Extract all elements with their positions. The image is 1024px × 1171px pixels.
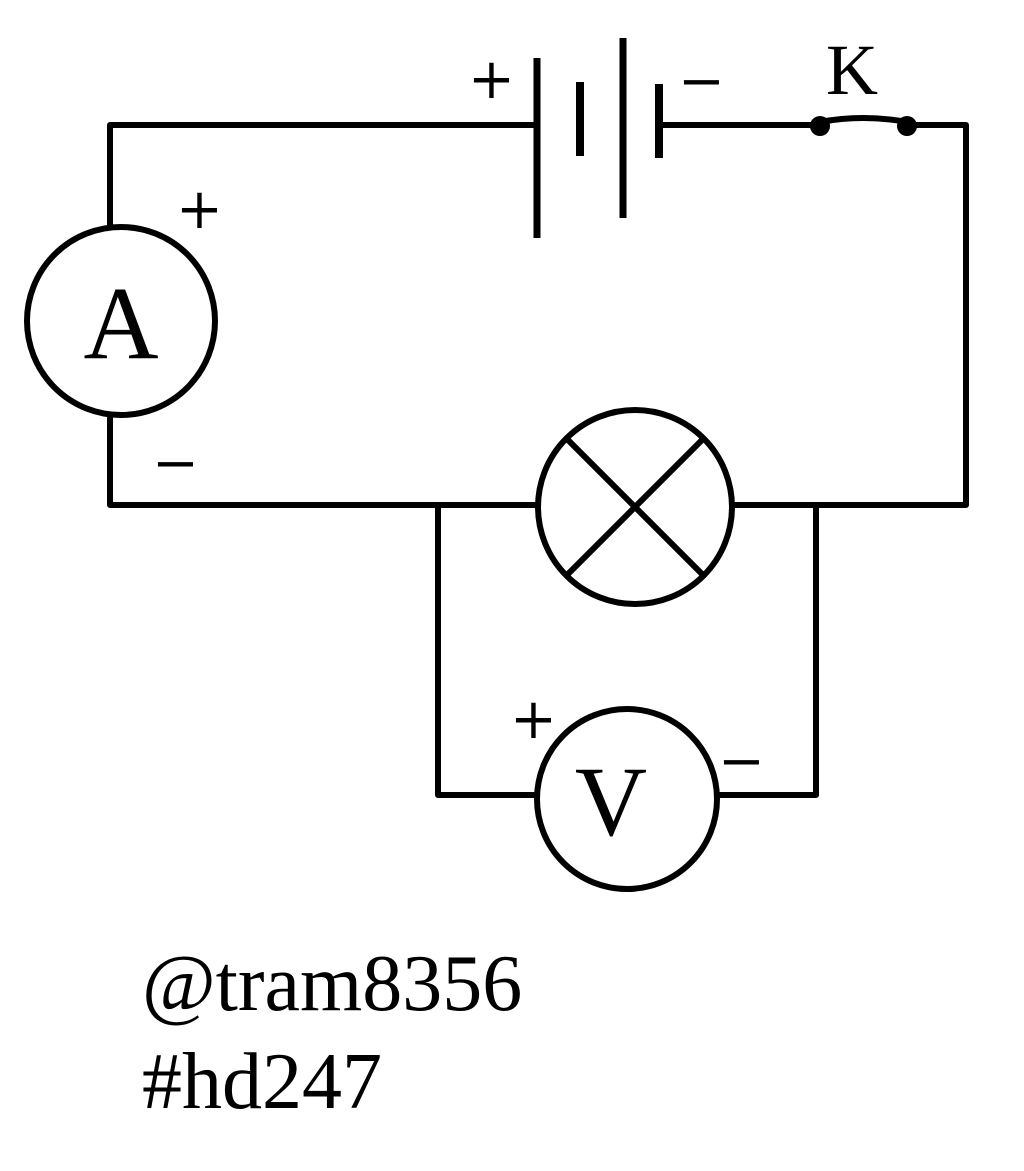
watermark-username: @tram8356 <box>142 940 523 1028</box>
voltmeter-minus-label: − <box>718 729 765 794</box>
wire-voltmeter-right <box>714 502 819 798</box>
wire-right <box>730 122 969 508</box>
switch-lever <box>817 115 910 125</box>
voltmeter-circle <box>534 706 720 892</box>
lamp-cross-line-2 <box>563 435 707 579</box>
battery: + − <box>468 38 725 238</box>
wires <box>107 122 969 798</box>
ammeter-circle <box>24 224 218 418</box>
lamp-cross-icon <box>535 407 735 607</box>
ammeter-minus-label: − <box>152 431 199 496</box>
ammeter-plus-label: + <box>176 177 223 242</box>
battery-minus-label: − <box>678 49 725 114</box>
wire-top-left <box>107 122 540 228</box>
switch-k: K <box>810 30 917 136</box>
watermark-hashtag: #hd247 <box>142 1038 382 1126</box>
voltmeter-plus-label: + <box>510 687 557 752</box>
voltmeter: V + − <box>510 687 765 892</box>
battery-plus-label: + <box>468 47 515 112</box>
ammeter-symbol: A <box>83 266 158 381</box>
ammeter: A + − <box>24 177 223 496</box>
wire-bottom-left <box>107 415 540 508</box>
voltmeter-symbol: V <box>575 746 647 857</box>
switch-label: K <box>826 30 878 110</box>
wire-voltmeter-left <box>435 502 540 798</box>
